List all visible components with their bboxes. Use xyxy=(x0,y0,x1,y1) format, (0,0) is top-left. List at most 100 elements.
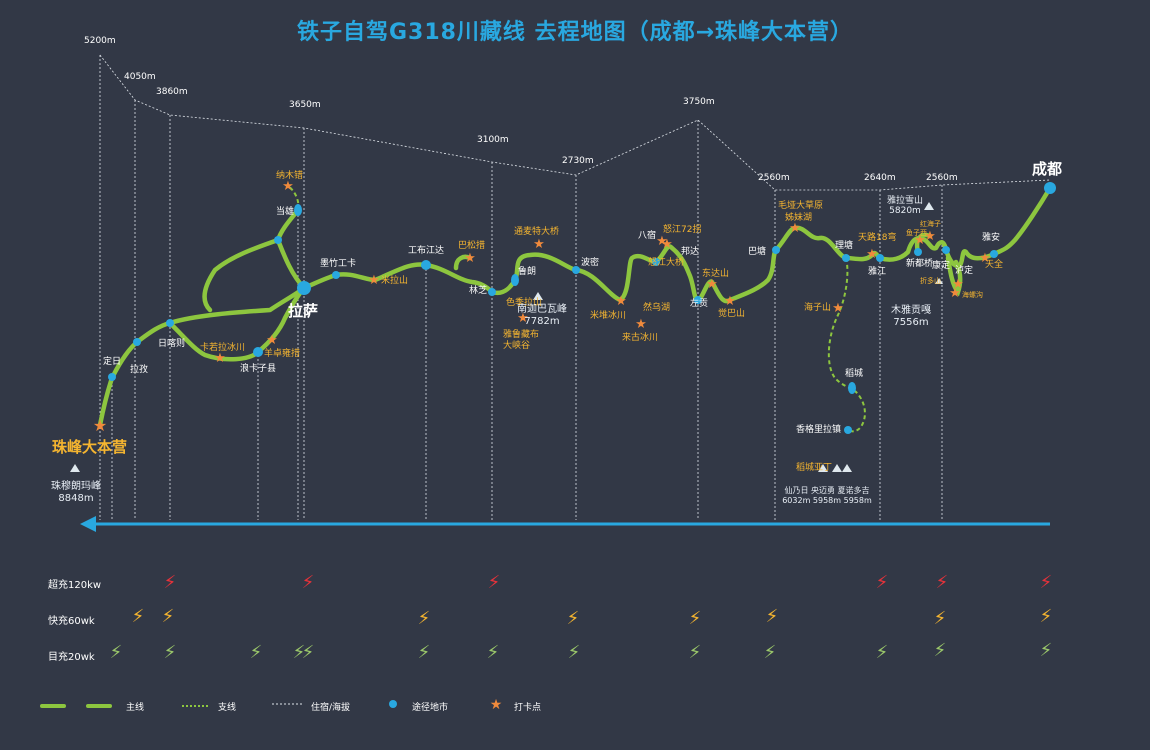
town-label: 墨竹工卡 xyxy=(320,259,357,269)
svg-text:⚡: ⚡ xyxy=(293,642,306,663)
altitude-label: 2730m xyxy=(562,156,594,166)
svg-text:⚡: ⚡ xyxy=(1040,572,1053,593)
svg-text:★: ★ xyxy=(635,317,647,332)
spot-label: 米堆冰川 xyxy=(590,311,627,321)
town-label: 波密 xyxy=(581,258,600,268)
spot-label: 毛垭大草原 xyxy=(778,201,824,211)
bolts-super: ⚡ ⚡ ⚡ ⚡ ⚡ ⚡ xyxy=(164,572,1053,593)
spot-label: 雅鲁藏布大峡谷 xyxy=(503,330,540,351)
svg-text:⚡: ⚡ xyxy=(302,572,315,593)
svg-text:⚡: ⚡ xyxy=(876,642,889,663)
altitude-label: 3100m xyxy=(477,135,509,145)
svg-text:★: ★ xyxy=(368,273,380,288)
route-loop-damxung xyxy=(202,207,307,313)
altitude-label: 2640m xyxy=(864,173,896,183)
town-label: 浪卡子县 xyxy=(240,364,277,374)
spot-label: 折多山 xyxy=(920,277,941,285)
town-label: 定日 xyxy=(103,357,122,367)
spot-label: 怒江大桥 xyxy=(648,258,685,268)
town-label: 拉孜 xyxy=(130,365,149,375)
svg-text:★: ★ xyxy=(214,351,226,366)
altitude-label: 3860m xyxy=(156,87,188,97)
spot-label: 鱼子西 xyxy=(906,229,927,237)
svg-text:★: ★ xyxy=(656,234,668,249)
peak-minya-konka: 木雅贡嘎 7556m xyxy=(891,305,931,328)
svg-text:★: ★ xyxy=(789,221,801,236)
svg-text:⚡: ⚡ xyxy=(568,642,581,663)
svg-text:⚡: ⚡ xyxy=(488,572,501,593)
svg-text:⚡: ⚡ xyxy=(164,572,177,593)
svg-text:⚡: ⚡ xyxy=(567,608,580,629)
svg-text:★: ★ xyxy=(914,233,926,248)
legend-branch-route: 支线 xyxy=(218,703,237,713)
altitude-label: 5200m xyxy=(84,36,116,46)
spot-label: 天全 xyxy=(985,260,1004,270)
spot-label: 纳木错 xyxy=(276,171,304,181)
legend-main-route: 主线 xyxy=(126,703,145,713)
svg-text:⚡: ⚡ xyxy=(418,608,431,629)
spot-label: 海螺沟 xyxy=(962,291,983,299)
legend-graphics: ★ xyxy=(40,697,502,713)
svg-text:★: ★ xyxy=(93,416,107,435)
spot-label: 觉巴山 xyxy=(718,309,746,319)
city-label-everest-camp: 珠峰大本营 xyxy=(52,438,128,456)
spot-label: 红海子 xyxy=(920,220,941,228)
peak-namchabarwa: 南迦巴瓦峰 7782m xyxy=(517,304,567,327)
map-title: 铁子自驾G318川藏线 去程地图（成都→珠峰大本营） xyxy=(296,20,854,45)
svg-text:★: ★ xyxy=(706,277,718,292)
legend-spot: 打卡点 xyxy=(514,703,542,713)
spot-label: 姊妹湖 xyxy=(785,213,813,223)
charging-bolts: ⚡⚡⚡ ⚡⚡⚡ ⚡⚡⚡ ⚡⚡⚡ ⚡⚡ ⚡⚡⚡ ⚡⚡⚡ ⚡⚡⚡ ⚡⚡⚡ ⚡ xyxy=(110,572,1053,663)
svg-text:⚡: ⚡ xyxy=(164,642,177,663)
spot-label: 通麦特大桥 xyxy=(514,227,560,237)
svg-text:⚡: ⚡ xyxy=(876,572,889,593)
town-label: 雅江 xyxy=(868,267,887,277)
svg-text:⚡: ⚡ xyxy=(1040,606,1053,627)
svg-text:⚡: ⚡ xyxy=(766,606,779,627)
svg-text:⚡: ⚡ xyxy=(934,608,947,629)
legend-lodging-altitude: 住宿/海拔 xyxy=(311,703,351,713)
spot-label: 天路18弯 xyxy=(858,233,897,243)
spot-label: 羊卓雍措 xyxy=(264,349,301,359)
spot-label: 然乌湖 xyxy=(643,303,671,313)
altitude-profile-line xyxy=(99,54,1051,191)
svg-text:★: ★ xyxy=(282,179,294,194)
town-label: 日喀则 xyxy=(158,339,186,349)
town-label: 泸定 xyxy=(955,266,974,276)
town-label: 鲁朗 xyxy=(518,267,537,277)
scenic-stars: ★ ★★★ ★★★ ★★★ ★★★ ★★★ ★★★ ★★★ xyxy=(93,179,991,435)
svg-text:★: ★ xyxy=(464,251,476,266)
svg-text:⚡: ⚡ xyxy=(689,608,702,629)
charging-row-fast: 快充60wk xyxy=(48,616,95,627)
town-label: 巴塘 xyxy=(748,247,767,257)
town-label: 八宿 xyxy=(638,231,657,241)
altitude-label: 2560m xyxy=(926,173,958,183)
svg-text:★: ★ xyxy=(949,286,961,301)
town-label: 理塘 xyxy=(835,241,854,251)
spot-label: 米拉山 xyxy=(381,276,409,286)
svg-text:⚡: ⚡ xyxy=(936,572,949,593)
svg-text:⚡: ⚡ xyxy=(418,642,431,663)
city-dots xyxy=(108,182,1056,434)
town-label: 左贡 xyxy=(690,299,709,309)
town-label: 新都桥 xyxy=(906,259,934,269)
town-label: 邦达 xyxy=(681,247,700,257)
svg-text:⚡: ⚡ xyxy=(487,642,500,663)
svg-text:⚡: ⚡ xyxy=(162,606,175,627)
svg-text:★: ★ xyxy=(517,311,529,326)
svg-text:★: ★ xyxy=(533,237,545,252)
spot-label: 色季拉山 xyxy=(506,298,543,308)
svg-text:★: ★ xyxy=(615,294,627,309)
spot-label: 东达山 xyxy=(702,269,730,279)
svg-text:★: ★ xyxy=(952,277,964,292)
peak-daocheng-yading: 仙乃日 央迈勇 夏诺多吉 6032m 5958m 5958m xyxy=(782,486,872,505)
charging-row-slow: 目充20wk xyxy=(48,652,95,663)
spot-label: 海子山 xyxy=(804,303,832,313)
svg-text:★: ★ xyxy=(832,301,844,316)
spot-label: 卡若拉冰川 xyxy=(200,343,246,353)
peak-label-daocheng: 稻城亚丁 xyxy=(796,463,833,473)
altitude-vertical-lines xyxy=(99,55,943,520)
svg-text:⚡: ⚡ xyxy=(132,606,145,627)
